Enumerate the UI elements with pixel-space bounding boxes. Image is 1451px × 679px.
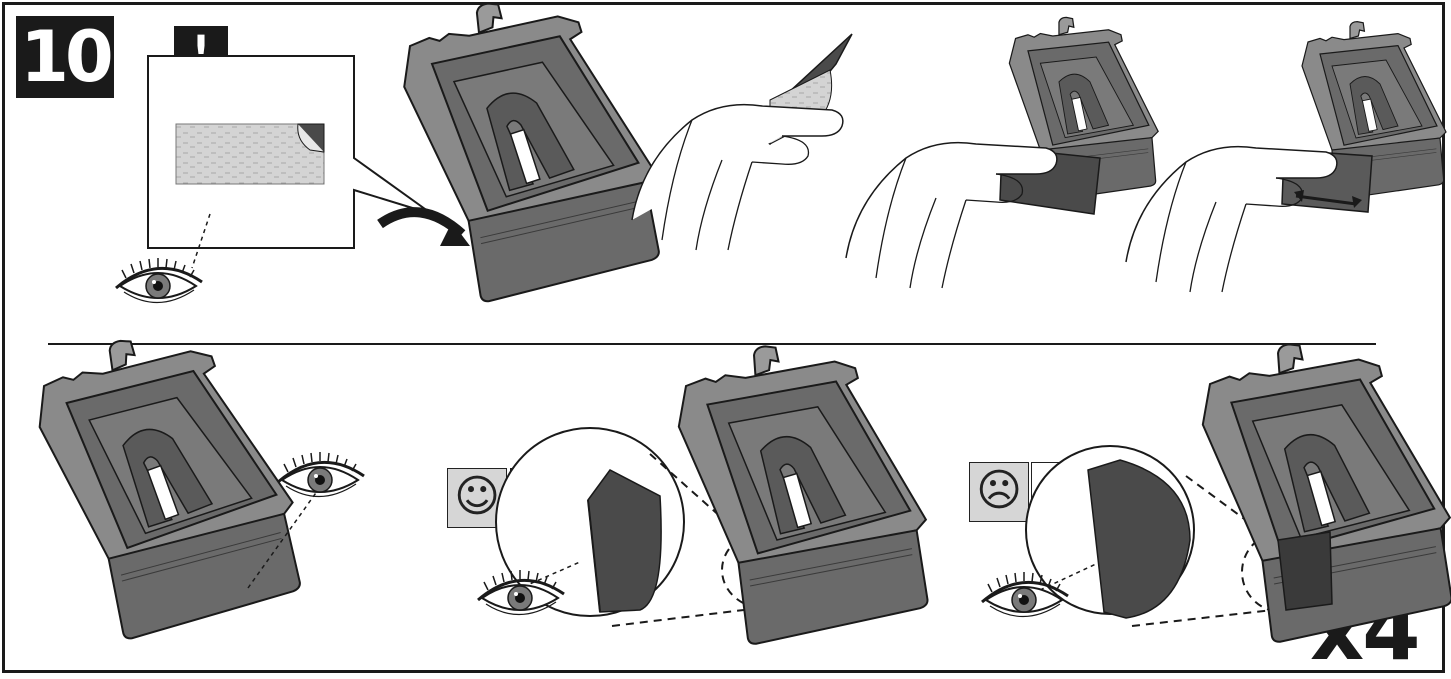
clip-bottom-2 [674,336,934,648]
clip-bottom-1 [29,320,308,647]
hand-press-2 [1126,147,1337,292]
peel-tape-step [632,34,852,250]
hand-press-1 [846,143,1057,288]
eye-icon [116,258,202,303]
clip-part [397,0,667,308]
eye-icon [278,452,364,497]
